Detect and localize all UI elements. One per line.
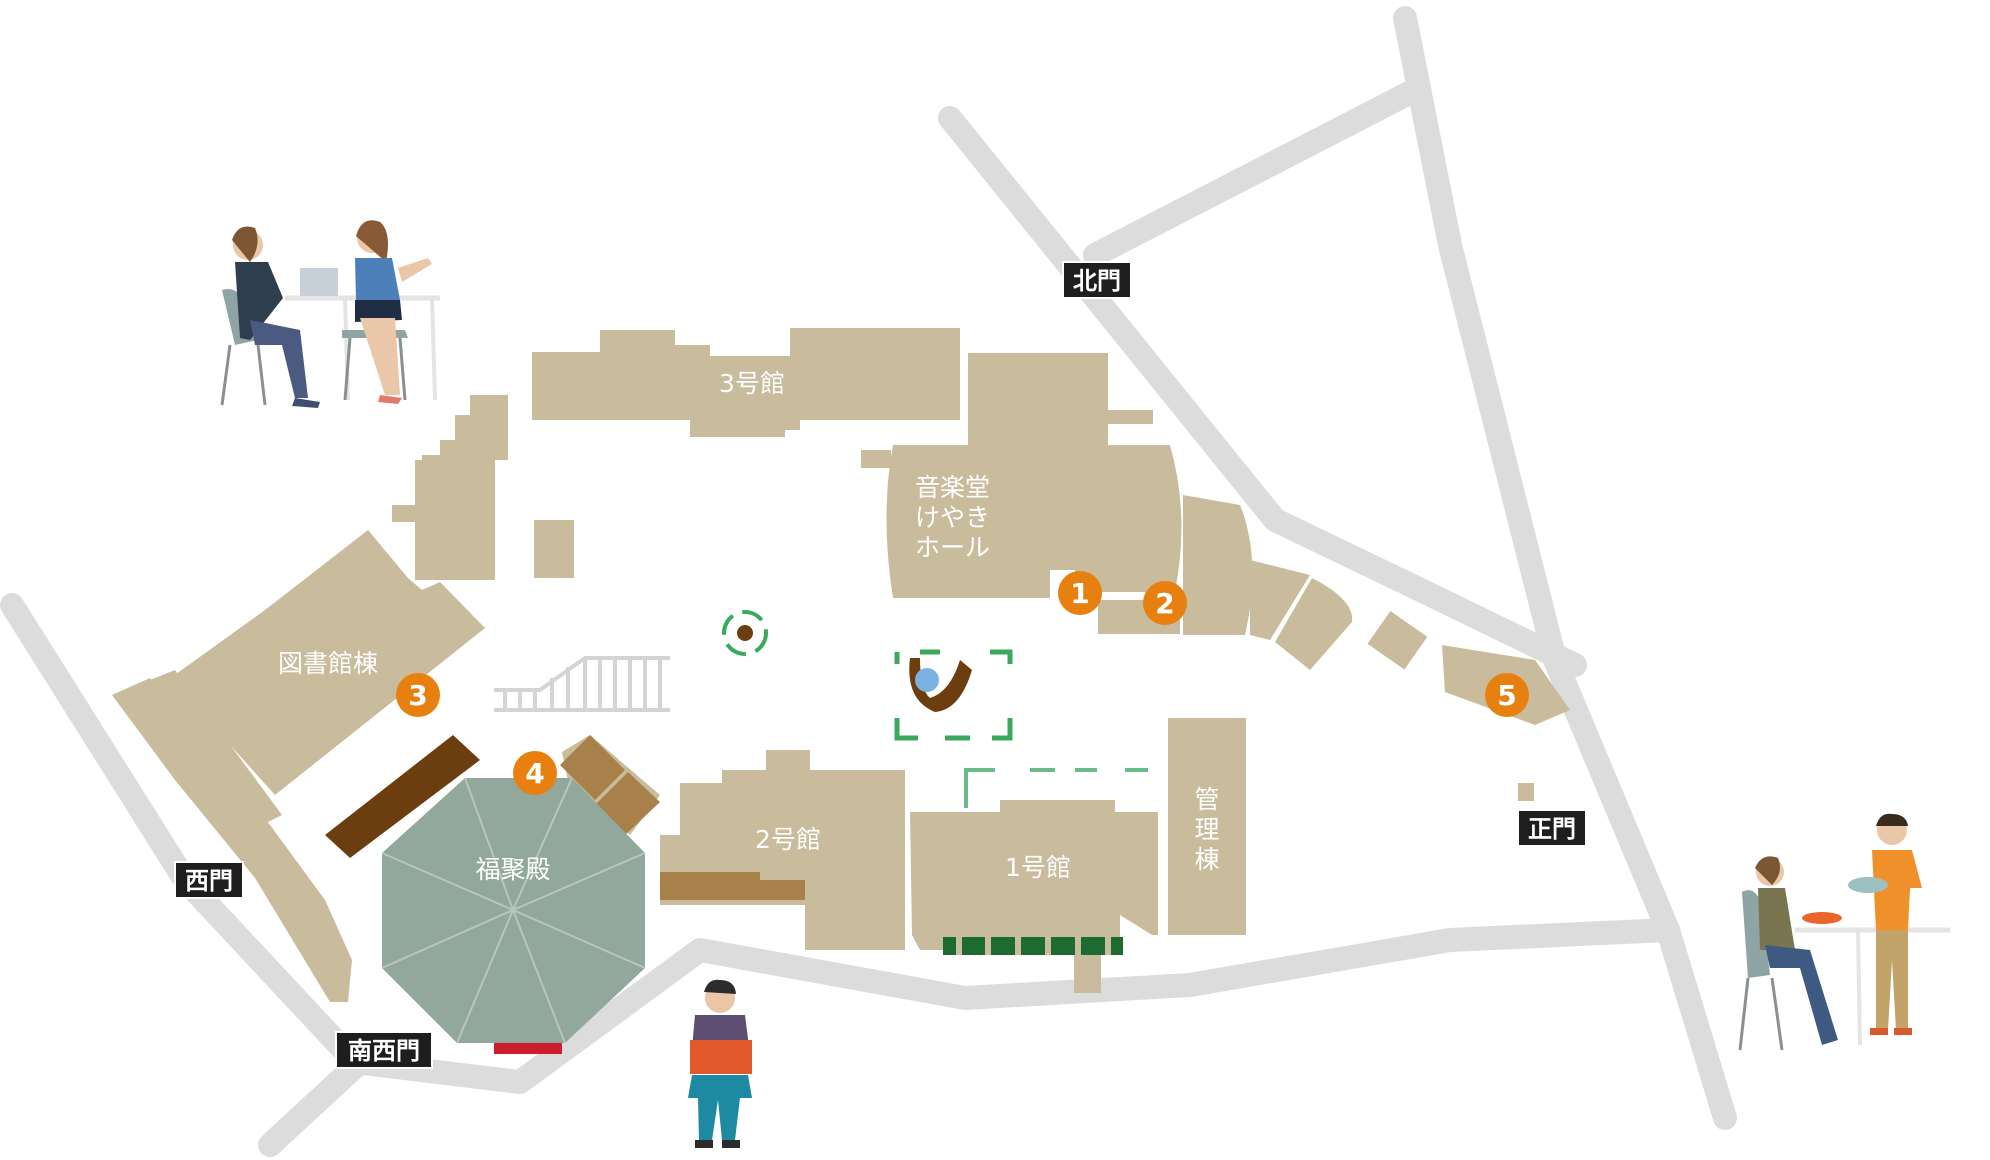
building-nw	[392, 395, 508, 580]
label-ongakudo-3: ホール	[915, 533, 990, 562]
svg-text:北門: 北門	[1073, 267, 1121, 295]
svg-text:2: 2	[1155, 587, 1174, 620]
hedge-markers	[956, 930, 1111, 955]
building-ne-annex	[1108, 410, 1153, 424]
marker-3[interactable]: 3	[396, 673, 440, 717]
label-building-3: 3号館	[719, 369, 785, 398]
wood-beam-dark	[325, 735, 480, 858]
road-north-link	[1083, 78, 1427, 267]
gate-southwest[interactable]: 南西門	[335, 1031, 433, 1069]
label-kanri-1: 管	[1194, 785, 1219, 814]
red-strip-fukujuden	[494, 1040, 562, 1054]
gate-west[interactable]: 西門	[174, 861, 244, 899]
marker-5[interactable]: 5	[1485, 673, 1529, 717]
label-ongakudo-1: 音楽堂	[915, 473, 990, 502]
building-library	[165, 530, 485, 795]
building-ongakudo	[886, 445, 1182, 598]
label-library: 図書館棟	[278, 649, 378, 678]
cafe-illustration	[1738, 813, 1950, 1051]
fountain-icon	[894, 649, 1013, 741]
hedge-b1	[943, 937, 1123, 955]
svg-text:西門: 西門	[185, 867, 233, 895]
people-working-illustration	[220, 220, 440, 408]
building-ongakudo-curve	[1183, 495, 1253, 635]
building-small-a	[534, 520, 574, 578]
building-west-long	[112, 678, 352, 1002]
svg-text:5: 5	[1497, 679, 1516, 712]
gate-north[interactable]: 北門	[1062, 261, 1132, 299]
green-dash-lines	[964, 768, 1148, 808]
stairs-icon	[494, 656, 670, 712]
building-ne	[968, 353, 1108, 448]
building-gate-post	[1518, 783, 1534, 801]
label-kanri-2: 理	[1194, 815, 1219, 844]
fukujuden-pavilion	[381, 777, 646, 1044]
wood-pieces	[560, 735, 660, 835]
marker-1[interactable]: 1	[1058, 571, 1102, 615]
road-east	[1393, 6, 1737, 1130]
label-fukujuden: 福聚殿	[475, 855, 550, 884]
building-west-annex	[150, 670, 282, 825]
gate-main[interactable]: 正門	[1517, 809, 1587, 847]
svg-text:1: 1	[1070, 577, 1089, 610]
building-tiny	[861, 450, 891, 468]
road-north-diagonal	[938, 106, 1587, 677]
svg-text:南西門: 南西門	[348, 1037, 420, 1065]
building-east-block	[1367, 610, 1428, 670]
road-southwest-branch	[258, 1050, 372, 1157]
building-3	[532, 328, 960, 430]
label-ongakudo-2: けやき	[915, 503, 990, 532]
label-kanri-3: 棟	[1194, 845, 1219, 874]
marker-2[interactable]: 2	[1143, 581, 1187, 625]
svg-text:3: 3	[408, 679, 427, 712]
man-reading-illustration	[688, 979, 752, 1148]
building-3-wing	[690, 420, 785, 437]
building-1	[910, 800, 1158, 950]
building-east-curved	[1275, 578, 1353, 670]
target-icon	[722, 610, 768, 656]
road-west	[0, 593, 1680, 1094]
marker-4[interactable]: 4	[513, 751, 557, 795]
label-building-2: 2号館	[755, 825, 821, 854]
roads	[0, 6, 1737, 1157]
building-east-wedge	[1250, 560, 1310, 640]
building-south-stub	[1074, 955, 1101, 993]
label-building-1: 1号館	[1005, 853, 1071, 882]
svg-text:4: 4	[525, 757, 544, 790]
svg-text:正門: 正門	[1528, 815, 1576, 843]
wood-strip-b2	[660, 872, 805, 900]
building-kanri	[1168, 718, 1246, 935]
